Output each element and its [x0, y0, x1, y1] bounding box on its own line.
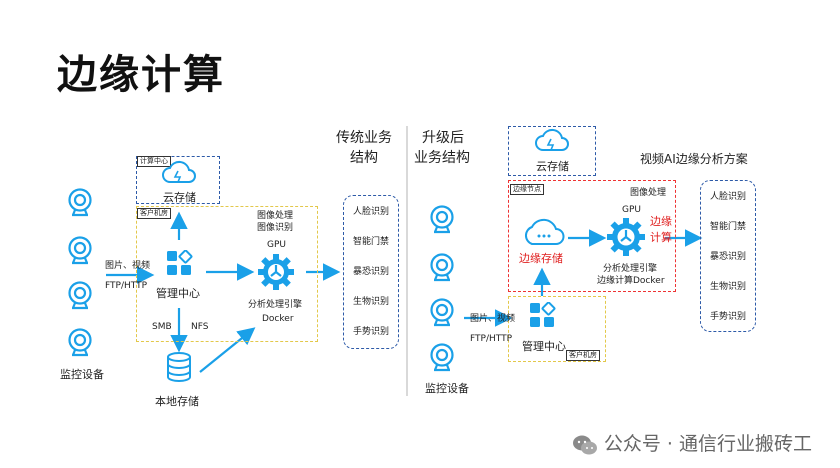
local-storage-label: 本地存储	[155, 395, 199, 408]
camera-icon	[68, 328, 92, 357]
page-title: 边缘计算	[57, 52, 225, 98]
left-protocol-line-1: 图片、视频	[105, 261, 151, 271]
edge-compute-line-1: 边缘	[650, 215, 672, 228]
camera-icon	[430, 343, 454, 372]
left-results-panel: 人脸识别 智能门禁 暴恐识别 生物识别 手势识别	[343, 195, 399, 349]
edge-storage-label: 边缘存储	[519, 252, 563, 265]
camera-icon	[430, 253, 454, 282]
left-result-item: 暴恐识别	[352, 267, 389, 277]
left-monitor-label: 监控设备	[60, 368, 104, 381]
right-result-item: 手势识别	[709, 312, 746, 322]
left-heading-line-2: 结构	[350, 150, 378, 166]
left-image-line-2: 图像识别	[257, 223, 294, 233]
left-heading-line-1: 传统业务	[336, 130, 392, 146]
left-result-item: 手势识别	[352, 327, 389, 337]
compute-center-box	[136, 156, 220, 204]
database-icon	[167, 352, 191, 382]
camera-icon	[430, 298, 454, 327]
camera-icon	[68, 281, 92, 310]
left-gpu-label: GPU	[267, 240, 286, 250]
right-engine-line-1: 分析处理引擎	[603, 264, 658, 274]
left-result-item: 人脸识别	[352, 207, 389, 217]
right-center-label: 管理中心	[522, 340, 566, 353]
left-image-line-1: 图像处理	[257, 211, 294, 221]
camera-icon	[68, 236, 92, 265]
right-result-item: 暴恐识别	[709, 252, 746, 262]
edge-compute-line-2: 计算	[650, 231, 672, 244]
edge-node-tag: 边缘节点	[510, 184, 544, 195]
left-center-label: 管理中心	[156, 287, 200, 300]
cloud-icon	[535, 128, 569, 151]
left-result-item: 智能门禁	[352, 237, 389, 247]
camera-icon	[68, 188, 92, 217]
watermark-text: 公众号 · 通信行业搬砖工	[603, 433, 812, 455]
left-result-item: 生物识别	[352, 297, 389, 307]
right-heading: 升级后 业务结构	[414, 128, 486, 168]
left-engine-line-1: 分析处理引擎	[248, 300, 303, 310]
customer-room-box-right	[508, 296, 606, 362]
customer-room-box-left	[136, 206, 318, 342]
right-result-item: 人脸识别	[709, 192, 746, 202]
apps-grid-icon	[530, 302, 556, 327]
nfs-label: NFS	[191, 322, 209, 332]
right-cloud-box	[508, 126, 596, 176]
right-protocol-line-1: 图片、视频	[470, 314, 516, 324]
right-engine-line-2: 边缘计算Docker	[597, 276, 665, 286]
right-results-panel: 人脸识别 智能门禁 暴恐识别 生物识别 手势识别	[700, 180, 756, 332]
left-heading: 传统业务 结构	[328, 128, 400, 168]
right-image-line: 图像处理	[630, 188, 667, 198]
right-monitor-label: 监控设备	[425, 382, 469, 395]
right-heading-line-1: 升级后	[422, 130, 464, 146]
right-result-item: 智能门禁	[709, 222, 746, 232]
right-protocol-line-2: FTP/HTTP	[470, 334, 513, 344]
right-cloud-label: 云存储	[536, 160, 569, 173]
scheme-title: 视频AI边缘分析方案	[640, 152, 748, 166]
gear-engine-icon	[607, 218, 645, 256]
left-protocol-line-2: FTP/HTTP	[105, 281, 148, 291]
right-heading-line-2: 业务结构	[414, 150, 470, 166]
left-cloud-label: 云存储	[163, 191, 196, 204]
apps-grid-icon	[167, 250, 193, 275]
compute-center-tag: 计算中心	[137, 156, 171, 167]
right-gpu-label: GPU	[622, 205, 641, 215]
right-result-item: 生物识别	[709, 282, 746, 292]
edge-node-box	[508, 180, 676, 292]
edge-cloud-icon	[525, 218, 565, 245]
cloud-icon	[162, 160, 196, 183]
wechat-icon	[572, 435, 597, 454]
arrow-storage-to-engine	[199, 327, 256, 373]
gear-engine-icon	[258, 254, 294, 290]
watermark: 公众号 · 通信行业搬砖工	[572, 429, 812, 456]
customer-room-tag-left: 客户机房	[137, 208, 171, 219]
customer-room-tag-right: 客户机房	[566, 350, 600, 361]
section-divider	[406, 126, 408, 396]
smb-label: SMB	[152, 322, 172, 332]
left-engine-line-2: Docker	[262, 314, 294, 324]
camera-icon	[430, 205, 454, 234]
